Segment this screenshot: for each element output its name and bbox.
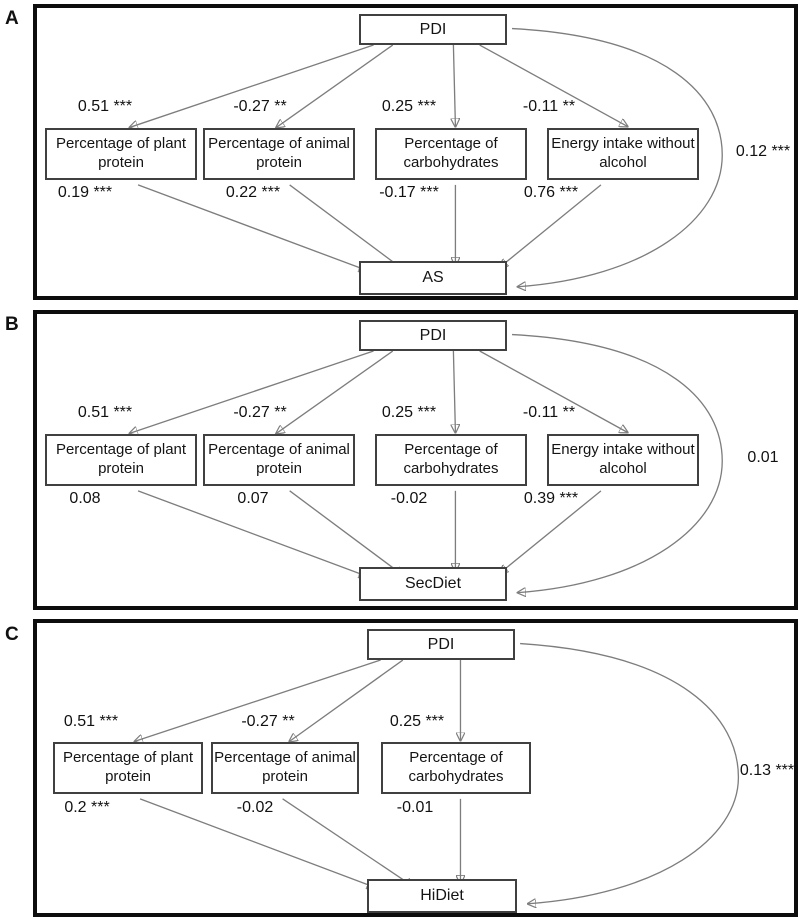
predictor-box: PDI xyxy=(359,320,507,351)
mediator-label: Percentage of carbohydrates xyxy=(403,441,499,477)
mediator-box-animal-protein: Percentage of animal protein xyxy=(203,128,355,180)
mediator-box-animal-protein: Percentage of animal protein xyxy=(203,434,355,486)
panel-c: PDI Percentage of plant protein Percenta… xyxy=(33,619,798,917)
coef-animal-protein-outcome: 0.22 *** xyxy=(225,184,281,201)
coef-animal-protein-outcome: -0.02 xyxy=(236,799,274,816)
mediator-label: Percentage of animal protein xyxy=(214,749,356,785)
outcome-label: HiDiet xyxy=(420,887,464,904)
coef-direct-effect: 0.01 xyxy=(747,449,779,466)
coef-pdi-carbohydrates: 0.25 *** xyxy=(381,404,437,421)
panel-a: PDI Percentage of plant protein Percenta… xyxy=(33,4,798,300)
coef-pdi-plant-protein: 0.51 *** xyxy=(77,404,133,421)
arrow-animal-protein-to-outcome xyxy=(282,798,413,886)
mediator-box-carbohydrates: Percentage of carbohydrates xyxy=(381,742,531,794)
mediator-box-plant-protein: Percentage of plant protein xyxy=(45,128,197,180)
predictor-box: PDI xyxy=(359,14,507,45)
arrow-pdi-to-animal-protein xyxy=(290,659,404,741)
coef-carbohydrates-outcome: -0.02 xyxy=(390,490,428,507)
panel-b: PDI Percentage of plant protein Percenta… xyxy=(33,310,798,610)
outcome-label: AS xyxy=(422,269,444,286)
coef-pdi-animal-protein: -0.27 ** xyxy=(241,713,295,730)
predictor-label: PDI xyxy=(419,326,447,344)
arrow-pdi-to-energy-intake xyxy=(479,350,628,432)
outcome-box: SecDiet xyxy=(359,567,507,601)
arrow-pdi-to-energy-intake xyxy=(479,44,628,126)
coef-pdi-plant-protein: 0.51 *** xyxy=(77,98,133,115)
mediator-label: Energy intake without alcohol xyxy=(551,135,695,171)
mediator-label: Percentage of animal protein xyxy=(208,135,350,171)
mediator-label: Percentage of plant protein xyxy=(55,135,187,171)
predictor-box: PDI xyxy=(367,629,515,660)
coef-animal-protein-outcome: 0.07 xyxy=(237,490,269,507)
arrow-pdi-to-plant-protein xyxy=(130,44,374,127)
arrow-direct-effect-curve xyxy=(511,27,723,287)
mediator-label: Percentage of plant protein xyxy=(55,441,187,477)
coef-pdi-animal-protein: -0.27 ** xyxy=(233,404,287,421)
coef-pdi-energy-intake: -0.11 ** xyxy=(522,98,576,115)
coef-pdi-energy-intake: -0.11 ** xyxy=(522,404,576,421)
mediator-box-animal-protein: Percentage of animal protein xyxy=(211,742,359,794)
arrow-animal-protein-to-outcome xyxy=(289,490,403,575)
coef-pdi-carbohydrates: 0.25 *** xyxy=(389,713,445,730)
mediator-label: Percentage of plant protein xyxy=(62,749,194,785)
coef-pdi-animal-protein: -0.27 ** xyxy=(233,98,287,115)
panel-c-letter: C xyxy=(5,624,19,645)
arrow-pdi-to-carbohydrates xyxy=(453,45,455,126)
coef-pdi-plant-protein: 0.51 *** xyxy=(63,713,119,730)
arrow-pdi-to-plant-protein xyxy=(135,659,381,741)
panel-a-arrows xyxy=(37,27,723,296)
arrow-plant-protein-to-outcome xyxy=(137,490,366,576)
arrow-animal-protein-to-outcome xyxy=(289,184,403,269)
mediator-label: Percentage of carbohydrates xyxy=(403,135,499,171)
coef-carbohydrates-outcome: -0.17 *** xyxy=(379,184,439,201)
arrow-pdi-to-animal-protein xyxy=(277,44,394,127)
mediator-box-plant-protein: Percentage of plant protein xyxy=(53,742,203,794)
arrow-energy-intake-to-outcome xyxy=(500,184,602,267)
coef-direct-effect: 0.12 *** xyxy=(735,143,791,160)
coef-plant-protein-outcome: 0.19 *** xyxy=(57,184,113,201)
mediator-box-energy-intake: Energy intake without alcohol xyxy=(547,128,699,180)
arrow-pdi-to-carbohydrates xyxy=(453,350,455,432)
mediator-label: Percentage of carbohydrates xyxy=(408,749,504,785)
arrow-energy-intake-to-outcome xyxy=(500,490,602,573)
mediator-label: Energy intake without alcohol xyxy=(551,441,695,477)
panel-b-arrows xyxy=(37,333,723,606)
panel-b-letter: B xyxy=(5,314,19,335)
arrow-direct-effect-curve xyxy=(511,333,723,593)
mediator-box-carbohydrates: Percentage of carbohydrates xyxy=(375,434,527,486)
mediator-label: Percentage of animal protein xyxy=(208,441,350,477)
predictor-label: PDI xyxy=(419,20,447,38)
coef-pdi-carbohydrates: 0.25 *** xyxy=(381,98,437,115)
arrow-plant-protein-to-outcome xyxy=(137,184,366,270)
arrow-pdi-to-animal-protein xyxy=(277,350,394,433)
outcome-box: AS xyxy=(359,261,507,295)
panel-c-arrows xyxy=(37,642,740,913)
coef-energy-intake-outcome: 0.39 *** xyxy=(523,490,579,507)
coef-direct-effect: 0.13 *** xyxy=(739,762,795,779)
arrow-direct-effect-curve xyxy=(520,642,740,904)
coef-plant-protein-outcome: 0.2 *** xyxy=(64,799,110,816)
arrow-plant-protein-to-outcome xyxy=(139,798,374,887)
coef-energy-intake-outcome: 0.76 *** xyxy=(523,184,579,201)
mediator-box-energy-intake: Energy intake without alcohol xyxy=(547,434,699,486)
outcome-box: HiDiet xyxy=(367,879,517,913)
predictor-label: PDI xyxy=(427,635,455,653)
mediator-box-plant-protein: Percentage of plant protein xyxy=(45,434,197,486)
mediator-box-carbohydrates: Percentage of carbohydrates xyxy=(375,128,527,180)
outcome-label: SecDiet xyxy=(404,575,462,592)
arrow-pdi-to-plant-protein xyxy=(130,350,374,433)
panel-a-letter: A xyxy=(5,8,19,29)
coef-carbohydrates-outcome: -0.01 xyxy=(396,799,434,816)
coef-plant-protein-outcome: 0.08 xyxy=(69,490,101,507)
